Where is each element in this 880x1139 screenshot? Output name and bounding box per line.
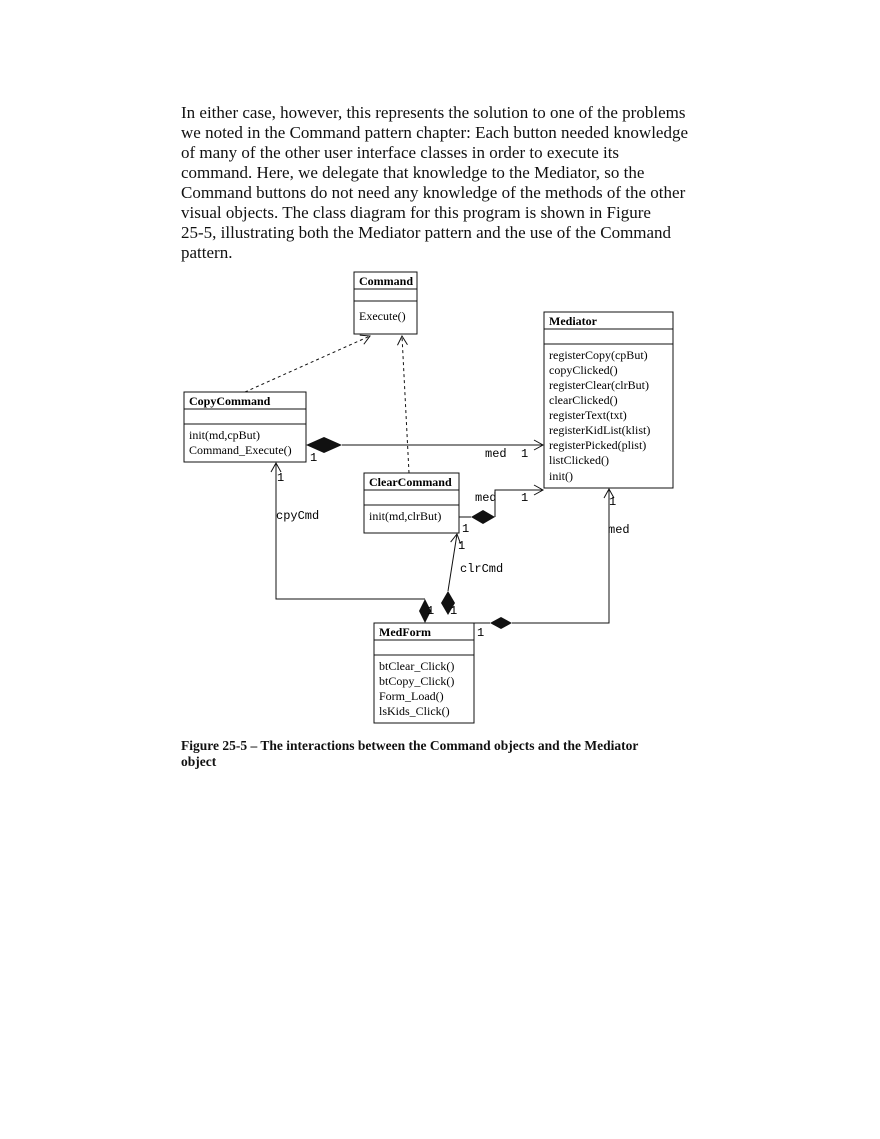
figure-caption: Figure 25-5 – The interactions between t…: [181, 738, 691, 770]
role-label: cpyCmd: [276, 509, 319, 523]
paragraph-line: of many of the other user interface clas…: [181, 143, 620, 162]
class-operation: registerCopy(cpBut): [549, 348, 648, 362]
paragraph-line: pattern.: [181, 243, 233, 262]
class-name: CopyCommand: [189, 394, 271, 408]
association-clear-to-mediator: med 1 1: [459, 484, 545, 536]
class-name: MedForm: [379, 625, 431, 639]
paragraph-line: visual objects. The class diagram for th…: [181, 203, 651, 222]
class-name: Mediator: [549, 314, 598, 328]
class-operation: registerPicked(plist): [549, 438, 646, 452]
class-operation: registerClear(clrBut): [549, 378, 649, 392]
multiplicity-label: 1: [427, 604, 434, 618]
class-med-form: MedForm btClear_Click() btCopy_Click() F…: [373, 622, 475, 724]
paragraph-line: command. Here, we delegate that knowledg…: [181, 163, 645, 182]
class-operation: init(md,clrBut): [369, 509, 441, 523]
body-paragraph: In either case, however, this represents…: [181, 103, 701, 263]
role-label: med: [608, 523, 630, 537]
caption-line: object: [181, 754, 217, 769]
class-mediator: Mediator registerCopy(cpBut) copyClicked…: [543, 311, 674, 489]
class-name: ClearCommand: [369, 475, 452, 489]
class-operation: init(): [549, 469, 573, 483]
multiplicity-label: 1: [609, 495, 616, 509]
class-operation: Command_Execute(): [189, 443, 292, 457]
class-operation: copyClicked(): [549, 363, 618, 377]
multiplicity-label: 1: [477, 626, 484, 640]
multiplicity-label: 1: [462, 522, 469, 536]
association-form-to-clear: clrCmd 1 1: [441, 532, 503, 618]
role-label: med: [485, 447, 507, 461]
multiplicity-label: 1: [277, 471, 284, 485]
class-operation: registerText(txt): [549, 408, 627, 422]
class-operation: btCopy_Click(): [379, 674, 454, 688]
realization-clear-command: [397, 334, 410, 474]
multiplicity-label: 1: [450, 604, 457, 618]
class-operation: Execute(): [359, 309, 406, 323]
class-operation: listClicked(): [549, 453, 609, 467]
multiplicity-label: 1: [310, 451, 317, 465]
role-label: med: [475, 491, 497, 505]
class-operation: btClear_Click(): [379, 659, 454, 673]
caption-line: Figure 25-5 – The interactions between t…: [181, 738, 639, 753]
multiplicity-label: 1: [521, 491, 528, 505]
multiplicity-label: 1: [458, 539, 465, 553]
association-form-to-mediator: med 1 1: [474, 487, 630, 640]
class-operation: clearClicked(): [549, 393, 618, 407]
association-form-to-copy: cpyCmd 1 1: [270, 461, 434, 623]
class-command: Command Execute(): [353, 271, 418, 335]
realization-copy-command: [244, 334, 371, 393]
class-operation: lsKids_Click(): [379, 704, 450, 718]
role-label: clrCmd: [460, 562, 503, 576]
paragraph-line: Command buttons do not need any knowledg…: [181, 183, 686, 202]
class-clear-command: ClearCommand init(md,clrBut): [363, 472, 460, 534]
class-operation: registerKidList(klist): [549, 423, 650, 437]
class-operation: init(md,cpBut): [189, 428, 260, 442]
class-operation: Form_Load(): [379, 689, 444, 703]
multiplicity-label: 1: [521, 447, 528, 461]
paragraph-line: we noted in the Command pattern chapter:…: [181, 123, 689, 142]
class-copy-command: CopyCommand init(md,cpBut) Command_Execu…: [183, 391, 307, 463]
paragraph-line: In either case, however, this represents…: [181, 103, 686, 122]
paragraph-line: 25-5, illustrating both the Mediator pat…: [181, 223, 672, 242]
association-copy-to-mediator: med 1 1: [306, 437, 545, 465]
class-name: Command: [359, 274, 413, 288]
